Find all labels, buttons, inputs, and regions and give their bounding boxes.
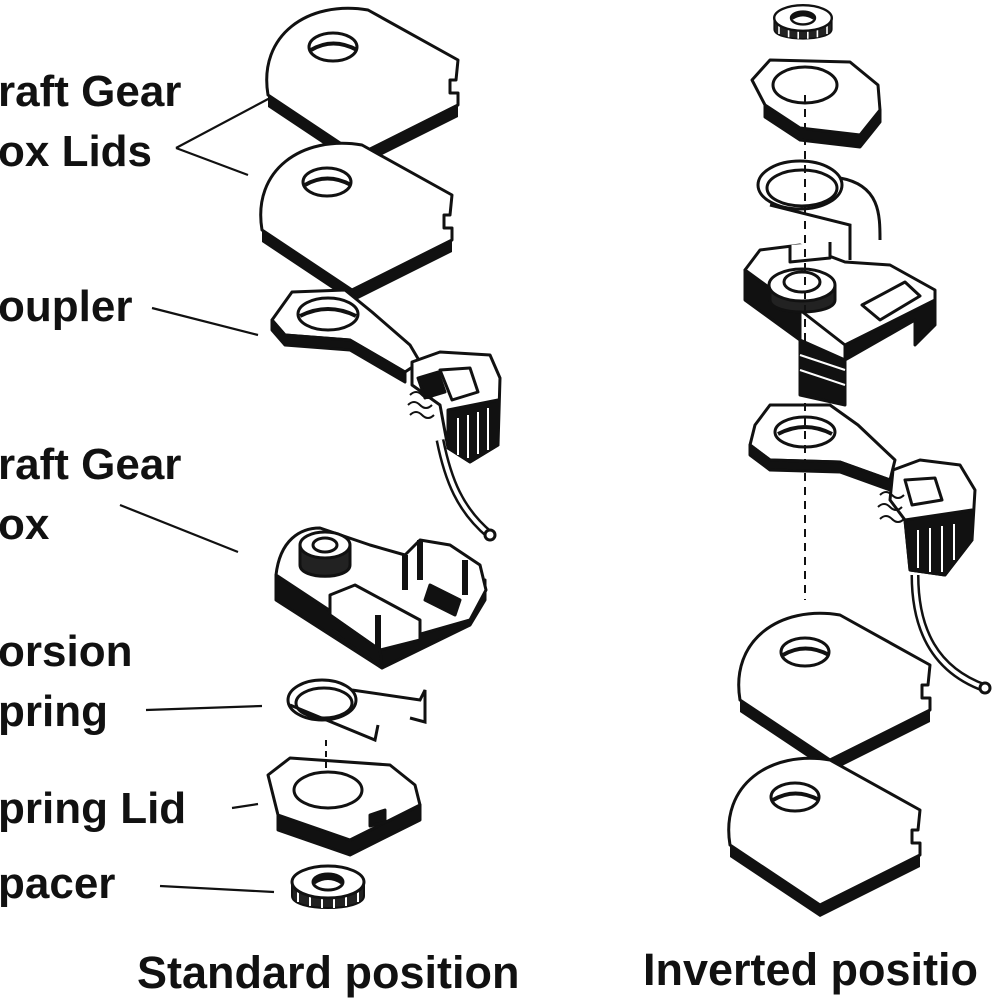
label-draft-gear-box-lids-line2: ox Lids — [0, 127, 153, 176]
lid-bottom-standard — [258, 141, 454, 304]
draft-gear-box-standard — [274, 526, 488, 670]
lid-top-inverted — [736, 611, 932, 774]
label-spring-lid: pring Lid — [0, 784, 187, 833]
caption-inverted-position: Inverted positio — [643, 944, 979, 995]
label-draft-gear-box-line1: raft Gear — [0, 440, 182, 489]
spacer-standard — [292, 866, 364, 908]
label-coupler: oupler — [0, 282, 133, 331]
spring-lid-inverted — [750, 58, 882, 149]
lid-top-standard — [264, 6, 460, 169]
label-torsion-spring-line2: pring — [0, 687, 108, 736]
leader-lines — [119, 97, 275, 894]
spacer-inverted — [774, 5, 832, 39]
spring-lid-standard — [266, 756, 422, 857]
caption-standard-position: Standard position — [137, 947, 520, 998]
label-draft-gear-box-line2: ox — [0, 500, 50, 549]
label-draft-gear-box-lids-line1: raft Gear — [0, 67, 182, 116]
label-torsion-spring-line1: orsion — [0, 627, 133, 676]
label-spacer: pacer — [0, 859, 116, 908]
torsion-spring-standard — [286, 678, 427, 743]
coupler-inverted — [748, 403, 992, 695]
coupler-standard — [270, 288, 502, 542]
lid-bottom-inverted — [726, 756, 922, 919]
torsion-spring-inverted — [756, 159, 882, 260]
draft-gear-box-inverted — [743, 242, 937, 407]
